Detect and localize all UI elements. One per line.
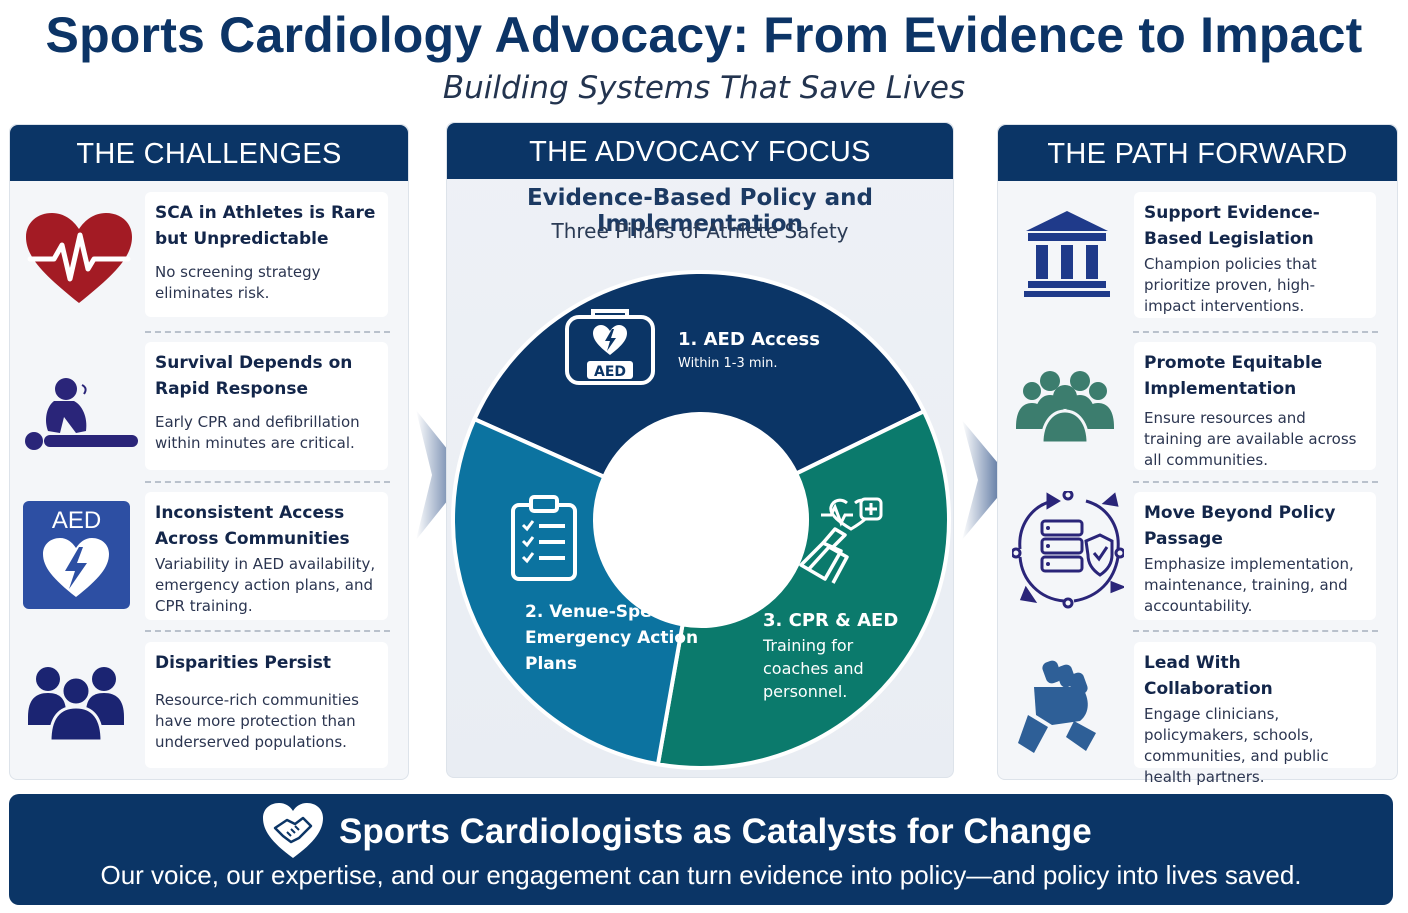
challenge-title: SCA in Athletes is Rare but Unpredictabl…	[155, 203, 376, 249]
cpr-hands-icon	[799, 497, 883, 584]
pillar-1-title: 1. AED Access	[678, 329, 820, 350]
pillar-1-desc: Within 1-3 min.	[678, 356, 778, 371]
challenge-desc: No screening strategy eliminates risk.	[155, 263, 321, 302]
divider	[1133, 331, 1378, 333]
pillar-2-title: 2. Venue-Specific Emergency Action Plans	[525, 602, 704, 674]
implementation-cycle-icon	[1012, 491, 1124, 609]
challenge-title: Survival Depends on Rapid Response	[155, 353, 353, 399]
challenge-card-4: Disparities Persist Resource-rich commun…	[145, 642, 388, 768]
banner-title: Sports Cardiologists as Catalysts for Ch…	[339, 812, 1092, 851]
pillar-3-title: 3. CPR & AED	[763, 610, 898, 631]
path-desc: Engage clinicians, policymakers, schools…	[1144, 705, 1329, 786]
path-title: Move Beyond Policy Passage	[1144, 503, 1336, 549]
path-title: Promote Equitable Implementation	[1144, 353, 1323, 399]
divider	[145, 481, 390, 483]
path-title: Lead With Collaboration	[1144, 653, 1273, 699]
heart-handshake-icon	[263, 803, 323, 858]
focus-title: Evidence-Based Policy and Implementation	[526, 185, 874, 237]
aed-device-icon	[565, 309, 655, 385]
challenge-title: Disparities Persist	[155, 653, 331, 673]
page-subtitle: Building Systems That Save Lives	[442, 70, 966, 106]
path-desc: Ensure resources and training are availa…	[1144, 409, 1357, 469]
three-pillars-donut: AED 1. AED Access Within 1-3 min. 2. Ven…	[451, 270, 951, 770]
challenge-desc: Early CPR and defibrillation within minu…	[155, 413, 360, 452]
heart-bolt-icon	[43, 538, 109, 597]
challenge-card-1: SCA in Athletes is Rare but Unpredictabl…	[145, 192, 388, 317]
advocacy-focus-panel: THE ADVOCACY FOCUS Evidence-Based Policy…	[446, 122, 954, 778]
path-forward-panel: THE PATH FORWARD Support Evidence-Based …	[997, 124, 1398, 786]
advocacy-focus-heading: THE ADVOCACY FOCUS	[447, 123, 953, 179]
cpr-icon	[25, 378, 138, 450]
challenge-title: Inconsistent Access Across Communities	[155, 503, 350, 549]
path-card-3: Move Beyond Policy Passage Emphasize imp…	[1134, 492, 1376, 620]
challenge-card-2: Survival Depends on Rapid Response Early…	[145, 342, 388, 470]
donut-hole	[595, 414, 807, 626]
banner-text: Our voice, our expertise, and our engage…	[100, 860, 1302, 890]
challenge-card-3: Inconsistent Access Across Communities V…	[145, 492, 388, 620]
page-title: Sports Cardiology Advocacy: From Evidenc…	[45, 7, 1363, 63]
path-forward-heading: THE PATH FORWARD	[998, 125, 1397, 181]
divider	[1133, 481, 1378, 483]
handshake-fist-icon	[1018, 660, 1096, 753]
path-card-4: Lead With Collaboration Engage clinician…	[1134, 642, 1376, 786]
community-group-icon	[1016, 371, 1114, 443]
bottom-banner: Sports Cardiologists as Catalysts for Ch…	[9, 794, 1393, 905]
focus-subtitle: Three Pillars of Athlete Safety	[551, 219, 849, 243]
pillar-3-desc: Training for coaches and personnel.	[762, 636, 869, 701]
challenges-panel: THE CHALLENGES SCA in Athletes is Rare b…	[9, 124, 409, 780]
aed-sign-label: AED	[51, 507, 102, 534]
challenges-heading: THE CHALLENGES	[10, 125, 408, 181]
chevron-right-icon	[416, 410, 468, 540]
chevron-right-icon	[962, 420, 1012, 540]
aed-device-label: AED	[594, 364, 626, 380]
path-card-1: Support Evidence-Based Legislation Champ…	[1134, 192, 1376, 318]
heartbeat-icon	[26, 213, 132, 303]
clipboard-checklist-icon	[511, 495, 577, 581]
path-title: Support Evidence-Based Legislation	[1144, 203, 1320, 249]
challenge-desc: Variability in AED availability, emergen…	[155, 555, 376, 615]
divider	[1133, 630, 1378, 632]
government-building-icon	[1024, 211, 1110, 297]
path-desc: Champion policies that prioritize proven…	[1144, 255, 1317, 315]
people-group-icon	[28, 667, 124, 743]
path-desc: Emphasize implementation, maintenance, t…	[1144, 555, 1354, 615]
divider	[145, 630, 390, 632]
aed-sign-icon: AED	[23, 501, 130, 609]
challenge-desc: Resource-rich communities have more prot…	[155, 691, 359, 751]
path-card-2: Promote Equitable Implementation Ensure …	[1134, 342, 1376, 470]
divider	[145, 331, 390, 333]
